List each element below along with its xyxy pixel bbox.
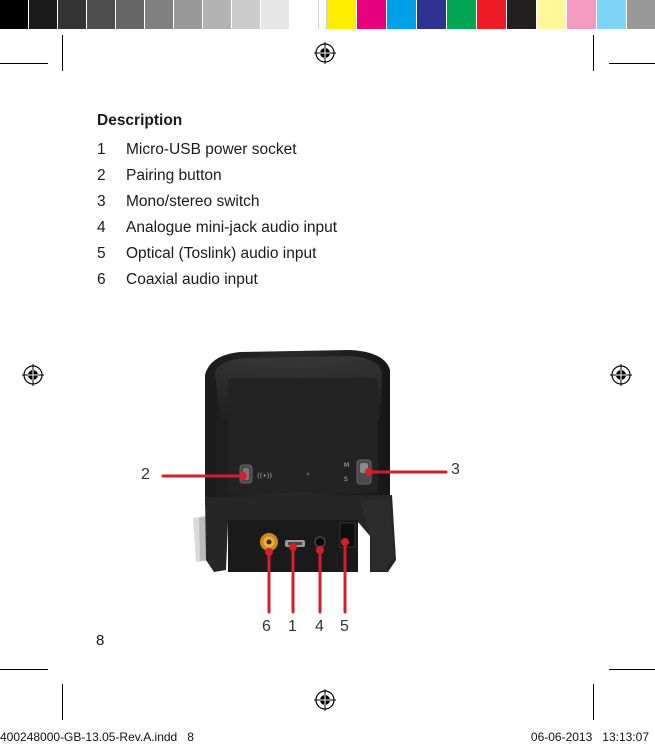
color-swatch <box>537 0 567 29</box>
color-swatch <box>567 0 597 29</box>
slug-filename: 400248000-GB-13.05-Rev.A.indd 8 <box>0 730 194 744</box>
color-swatch <box>0 0 29 29</box>
registration-mark-icon <box>314 42 336 64</box>
crop-mark <box>593 35 594 71</box>
page-number: 8 <box>96 632 105 649</box>
crop-mark <box>609 669 655 670</box>
color-swatch <box>116 0 145 29</box>
item-number: 5 <box>97 245 106 262</box>
list-item: 5 Optical (Toslink) audio input <box>97 241 337 267</box>
callout-label-3: 3 <box>451 461 460 478</box>
item-label: Coaxial audio input <box>126 271 258 288</box>
mono-label: M <box>344 462 349 469</box>
color-swatch <box>87 0 116 29</box>
crop-mark <box>0 669 48 670</box>
color-swatch <box>174 0 203 29</box>
crop-mark <box>593 684 594 720</box>
color-swatch <box>387 0 417 29</box>
callout-label-6: 6 <box>262 618 271 635</box>
color-swatch <box>29 0 58 29</box>
color-swatch <box>290 0 319 29</box>
crop-mark <box>609 63 655 64</box>
crop-mark <box>0 63 48 64</box>
color-swatch <box>319 0 327 29</box>
color-swatch <box>507 0 537 29</box>
item-number: 6 <box>97 271 106 288</box>
svg-text:((•)): ((•)) <box>257 472 272 480</box>
item-label: Micro-USB power socket <box>126 141 297 158</box>
list-item: 3 Mono/stereo switch <box>97 189 337 215</box>
item-number: 2 <box>97 167 106 184</box>
registration-mark-icon <box>22 364 44 386</box>
item-number: 1 <box>97 141 106 158</box>
crop-mark <box>62 35 63 71</box>
item-number: 3 <box>97 193 106 210</box>
list-item: 1 Micro-USB power socket <box>97 137 337 163</box>
color-swatch <box>145 0 174 29</box>
color-swatch <box>261 0 290 29</box>
item-number: 4 <box>97 219 106 236</box>
section-heading: Description <box>97 112 183 129</box>
list-item: 6 Coaxial audio input <box>97 267 337 293</box>
color-swatch <box>627 0 655 29</box>
callout-label-5: 5 <box>340 618 349 635</box>
color-swatch <box>357 0 387 29</box>
color-swatch <box>232 0 261 29</box>
slug-datetime: 06-06-2013 13:13:07 <box>530 730 649 744</box>
stereo-label: S <box>344 476 348 483</box>
callout-label-1: 1 <box>288 618 297 635</box>
color-swatch <box>58 0 87 29</box>
item-label: Analogue mini-jack audio input <box>126 219 338 236</box>
item-label: Mono/stereo switch <box>126 193 260 210</box>
color-swatch <box>327 0 357 29</box>
color-calibration-bar <box>0 0 655 29</box>
crop-mark <box>62 684 63 720</box>
callout-label-2: 2 <box>141 466 150 483</box>
callout-label-4: 4 <box>315 618 324 635</box>
list-item: 2 Pairing button <box>97 163 337 189</box>
color-swatch <box>203 0 232 29</box>
registration-mark-icon <box>610 364 632 386</box>
color-swatch <box>417 0 447 29</box>
color-swatch <box>597 0 627 29</box>
item-label: Optical (Toslink) audio input <box>126 245 317 262</box>
color-swatch <box>447 0 477 29</box>
color-swatch <box>477 0 507 29</box>
registration-mark-icon <box>314 689 336 711</box>
item-label: Pairing button <box>126 167 222 184</box>
list-item: 4 Analogue mini-jack audio input <box>97 215 337 241</box>
